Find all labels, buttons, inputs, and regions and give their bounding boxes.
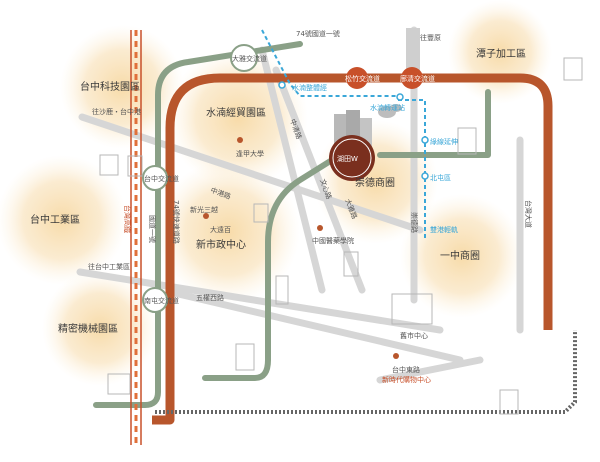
dot-cmu — [317, 225, 323, 231]
interchange-daya — [230, 44, 258, 72]
glow-xinshi — [156, 160, 300, 304]
interchange-jingxian — [401, 67, 423, 89]
label-interchange-nantun: 南屯交流道 — [144, 296, 179, 305]
glow-precision — [42, 270, 158, 386]
label-freeway-74-vertical: 74號快速道路 — [172, 200, 181, 244]
label-taiwan-rail: 台灣高鐵 — [123, 205, 132, 233]
label-shuinan-trade-park: 水湳經貿園區 — [206, 106, 266, 119]
label-chongde-rd: 崇德路 — [410, 212, 419, 233]
label-interchange-daya: 大雅交流道 — [232, 54, 267, 63]
label-mrt-shuinan: 水湳整體經 — [292, 83, 327, 92]
label-yizhong-district: 一中商圈 — [440, 249, 480, 262]
label-old-city: 舊市中心 — [400, 331, 428, 340]
label-to-shalu: 往沙鹿・台中港 — [92, 107, 141, 116]
building-sketches — [99, 57, 583, 415]
label-mrt-wenhua: 水湳轉運站 — [370, 103, 405, 112]
road-to-shalu — [78, 113, 424, 234]
label-interchange-songzhu: 松竹交流道 — [345, 74, 380, 83]
green-chongde — [377, 89, 491, 158]
project-logo-badge — [329, 135, 375, 181]
road-to-industrial — [76, 268, 444, 334]
landmark-dots — [203, 137, 399, 359]
dot-newcity — [393, 353, 399, 359]
road-taichung-east — [376, 356, 484, 384]
station-1 — [278, 81, 286, 89]
interchange-taichung — [142, 165, 168, 191]
label-taichung-tech-park: 台中科技園區 — [80, 80, 140, 93]
label-shin-kong: 新時代購物中心 — [382, 375, 431, 384]
label-mrt-dual: 雙港輕軌 — [430, 225, 458, 234]
label-xinshi-center: 新市政中心 — [196, 238, 246, 251]
glow-industrial — [0, 155, 127, 285]
label-interchange-jingxian: 廍清交流道 — [400, 74, 435, 83]
main-loop-road — [152, 73, 553, 425]
labels: 台中科技園區 水湳經貿園區 台中工業區 精密機械園區 崇德商圈 一中商圈 潭子加… — [30, 29, 533, 384]
station-2 — [396, 93, 404, 101]
interchanges — [142, 44, 423, 313]
dot-shuinan — [237, 137, 243, 143]
glow-yizhong — [400, 194, 524, 318]
road-dayan — [272, 66, 366, 294]
label-project-logo: 湖田W — [337, 154, 358, 163]
station-4 — [421, 172, 429, 180]
label-cmu: 中國醫藥學院 — [312, 236, 354, 245]
interchange-songzhu — [346, 67, 368, 89]
label-xinguang: 新光三越 — [190, 205, 218, 214]
project-building — [329, 110, 375, 181]
label-taichung-east: 台中東路 — [392, 365, 420, 374]
label-to-industrial: 往台中工業區 — [88, 262, 130, 271]
label-tanzi-zone: 潭子加工區 — [476, 48, 526, 60]
label-chongde-district: 崇德商圈 — [355, 176, 395, 189]
label-mrt-note: 綠線延伸 — [430, 137, 458, 146]
road-wuquan — [166, 288, 464, 364]
road-zhongqing — [258, 46, 326, 294]
label-mrt-huanzhong: 北屯區 — [430, 173, 451, 182]
label-precision-machinery: 精密機械園區 — [58, 322, 118, 335]
label-interchange-taichung: 台中交流道 — [144, 174, 179, 183]
label-taiwan-blvd: 台灣大道 — [524, 200, 533, 228]
mrt-dual — [398, 99, 426, 240]
gray-roads — [76, 26, 524, 384]
label-freeway-74: 74號國道一號 — [296, 29, 340, 38]
tree-icon — [378, 104, 402, 118]
green-freeway — [93, 41, 303, 408]
national-hwy-vertical — [130, 30, 142, 445]
label-national-hwy-1: 國道一號 — [148, 215, 157, 243]
mrt-stations — [278, 81, 429, 180]
mrt-lines — [261, 29, 426, 240]
label-to-fengyuan: 往豐原 — [420, 33, 441, 42]
mrt-shuinan — [261, 29, 400, 97]
label-dayuan: 大遠百 — [210, 225, 231, 234]
green-taiwan-blvd — [202, 152, 343, 381]
label-taichung-industrial: 台中工業區 — [30, 213, 80, 226]
green-roads — [93, 41, 491, 408]
label-wuquan: 五權西路 — [196, 293, 224, 302]
station-3 — [421, 136, 429, 144]
interchange-nantun — [142, 287, 168, 313]
railway — [155, 330, 577, 414]
label-fengjia: 逢甲大學 — [236, 149, 264, 158]
dot-xinguang — [203, 213, 209, 219]
